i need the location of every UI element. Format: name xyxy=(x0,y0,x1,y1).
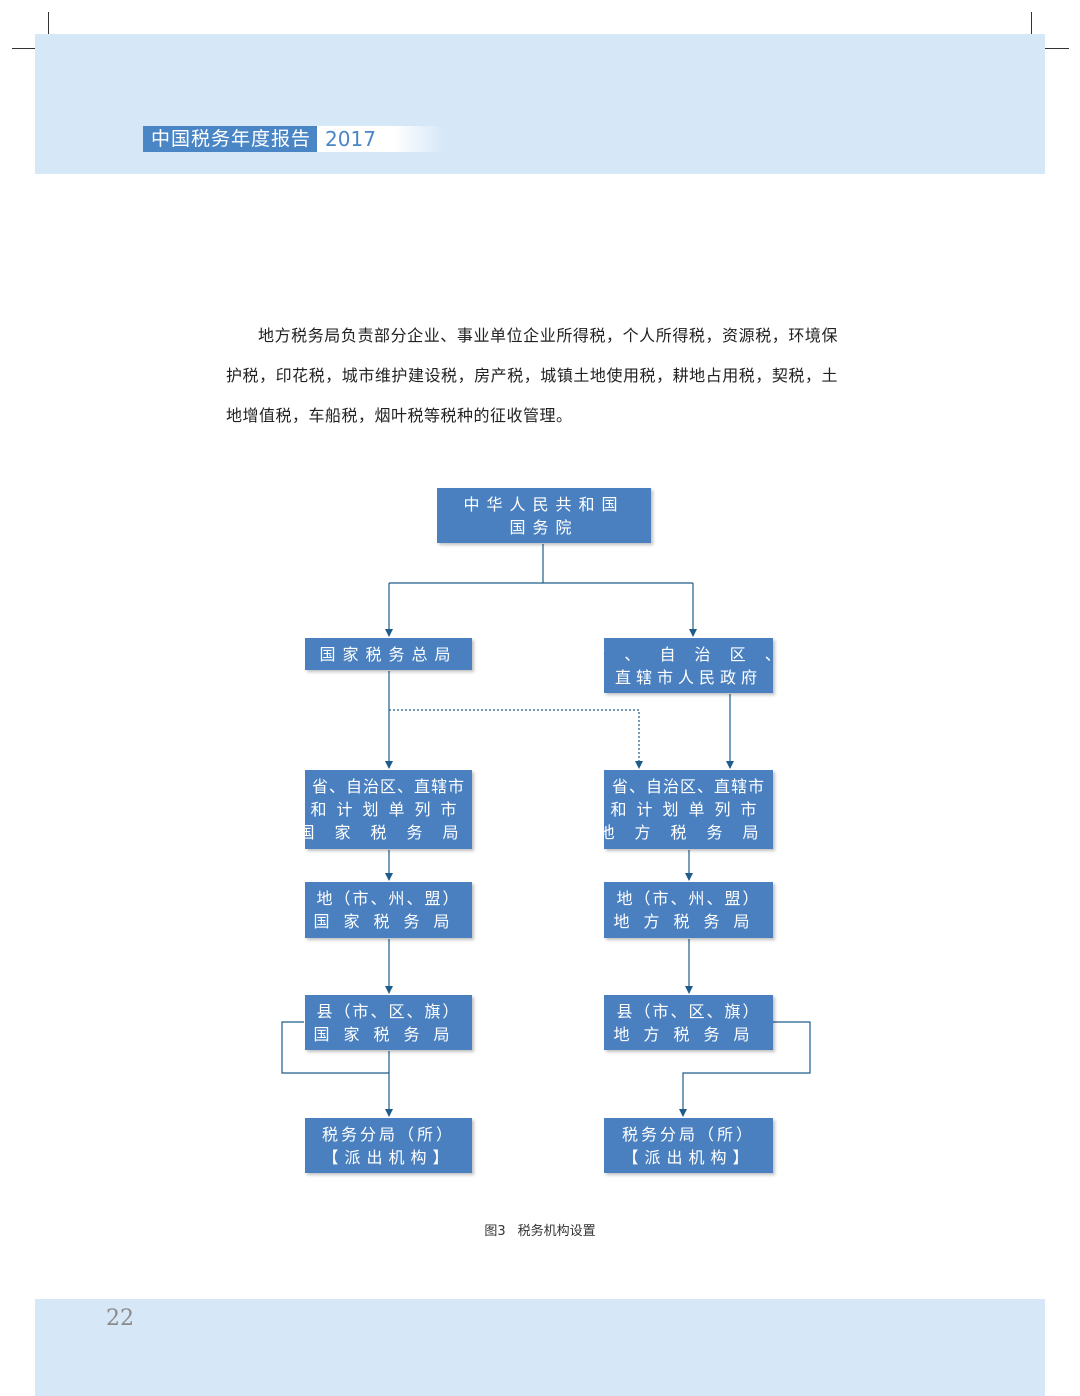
figure-number: 图3 xyxy=(484,1224,506,1239)
box-state-council: 中华人民共和国 国务院 xyxy=(437,488,651,543)
report-header: 中国税务年度报告 2017 xyxy=(143,126,446,152)
box-county-national-tax: 县（市、区、旗） 国家税务局 xyxy=(305,995,472,1050)
box-sat: 国家税务总局 xyxy=(305,638,472,670)
box-pref-local-tax: 地（市、州、盟） 地方税务局 xyxy=(604,882,773,938)
box-line: 和计划单列市 xyxy=(310,800,467,819)
box-line: 国务院 xyxy=(509,517,579,537)
box-line: 省、自治区、直辖市 xyxy=(311,777,465,796)
dotted-arrow xyxy=(389,709,643,769)
box-prov-local-tax: 省、自治区、直辖市 和计划单列市 地方税务局 xyxy=(599,770,773,849)
box-branch-local: 税务分局（所） 【派出机构】 xyxy=(604,1118,773,1173)
box-line: 和计划单列市 xyxy=(610,800,767,819)
box-provincial-gov: 省 、 自 治 区 、 直辖市人民政府 xyxy=(589,638,781,693)
box-line: 地方税务局 xyxy=(613,912,764,931)
box-line: 地（市、州、盟） xyxy=(616,889,761,908)
box-line: 地方税务局 xyxy=(613,1024,764,1044)
crop-mark xyxy=(1041,48,1069,49)
box-branch-national: 税务分局（所） 【派出机构】 xyxy=(305,1118,472,1173)
box-pref-national-tax: 地（市、州、盟） 国家税务局 xyxy=(305,882,472,938)
box-line: 国家税务局 xyxy=(298,823,479,842)
box-line: 【派出机构】 xyxy=(622,1147,755,1167)
box-line: 省、自治区、直辖市 xyxy=(611,777,765,796)
box-line: 【派出机构】 xyxy=(322,1147,455,1167)
box-line: 税务分局（所） xyxy=(621,1124,755,1144)
figure-caption: 图3 税务机构设置 xyxy=(0,1220,1080,1239)
box-line: 省 、 自 治 区 、 xyxy=(589,644,788,664)
box-line: 税务分局（所） xyxy=(321,1124,455,1144)
arrow xyxy=(679,1021,811,1117)
crop-mark xyxy=(48,12,49,40)
box-line: 县（市、区、旗） xyxy=(616,1001,761,1021)
box-line: 地方税务局 xyxy=(598,823,779,842)
box-line: 国家税务总局 xyxy=(319,644,458,664)
crop-mark xyxy=(12,48,40,49)
box-line: 中华人民共和国 xyxy=(463,494,625,514)
page-number: 22 xyxy=(106,1306,134,1331)
report-title: 中国税务年度报告 xyxy=(143,126,318,152)
box-prov-national-tax: 省、自治区、直辖市 和计划单列市 国家税务局 xyxy=(299,770,472,849)
box-line: 直辖市人民政府 xyxy=(614,667,762,687)
box-line: 地（市、州、盟） xyxy=(316,889,461,908)
crop-mark xyxy=(1031,12,1032,40)
box-line: 国家税务局 xyxy=(313,1024,464,1044)
connector xyxy=(281,1021,389,1074)
box-line: 国家税务局 xyxy=(313,912,464,931)
report-year: 2017 xyxy=(317,126,446,152)
footer-band xyxy=(35,1299,1045,1396)
box-line: 县（市、区、旗） xyxy=(316,1001,461,1021)
body-paragraph: 地方税务局负责部分企业、事业单位企业所得税，个人所得税，资源税，环境保护税，印花… xyxy=(226,326,838,425)
box-county-local-tax: 县（市、区、旗） 地方税务局 xyxy=(604,995,773,1050)
figure-title: 税务机构设置 xyxy=(517,1224,596,1239)
